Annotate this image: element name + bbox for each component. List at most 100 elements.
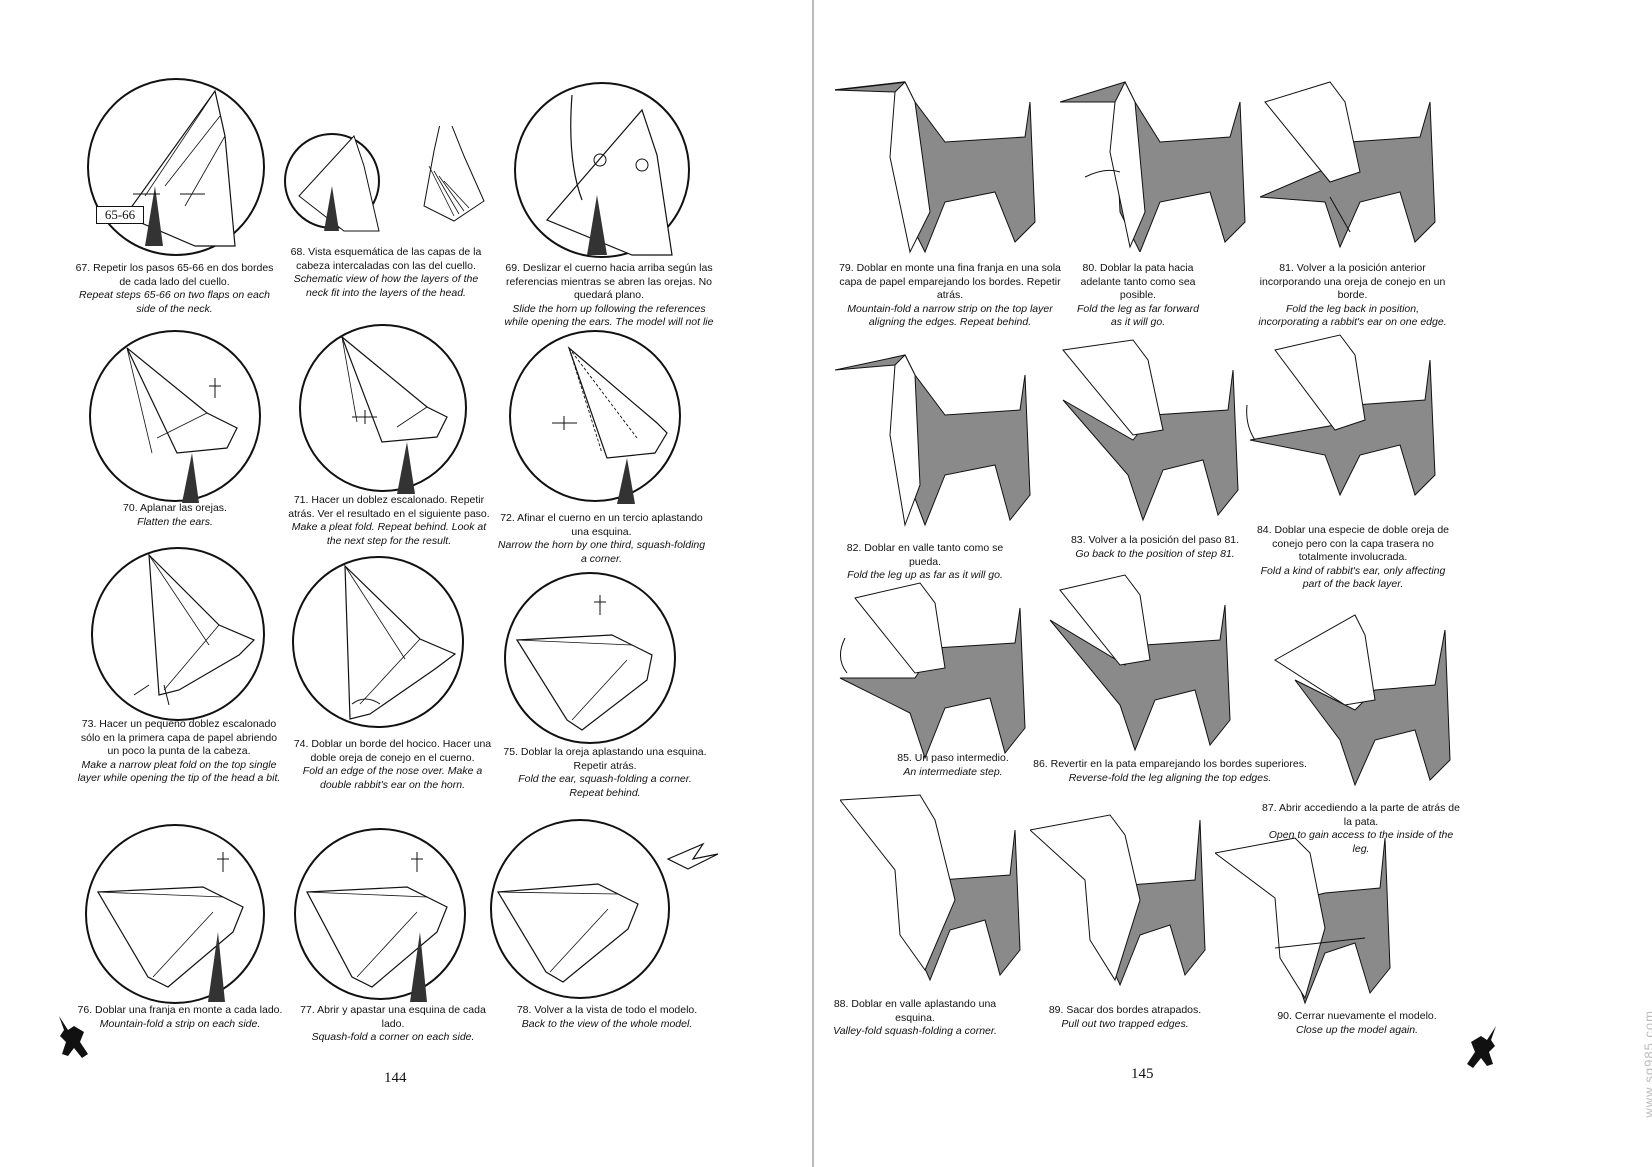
step-80-diagram [1060, 72, 1260, 252]
step-81-diagram [1250, 72, 1450, 252]
step-83-diagram [1053, 330, 1253, 530]
step-82-text-es: 82. Doblar en valle tanto como se pueda. [846, 542, 1004, 568]
step-77-text-es: 77. Abrir y apastar una esquina de cada … [300, 1004, 486, 1030]
step-79-caption: 79. Doblar en monte una fina franja en u… [835, 262, 1065, 330]
step-88-text-en: Valley-fold squash-folding a corner. [833, 1025, 997, 1037]
book-gutter [812, 0, 814, 1167]
step-88-caption: 88. Doblar en valle aplastando una esqui… [815, 998, 1015, 1039]
step-76-text-es: 76. Doblar una franja en monte a cada la… [77, 1004, 283, 1016]
step-71-caption: 71. Hacer un doblez escalonado. Repetir … [284, 494, 494, 548]
unicorn-logo-icon [1463, 1024, 1499, 1075]
step-78-text-en: Back to the view of the whole model. [521, 1017, 693, 1030]
step-78-text-es: 78. Volver a la vista de todo el modelo. [516, 1004, 698, 1016]
step-86-text-es: 86. Revertir en la pata emparejando los … [1033, 758, 1307, 770]
step-77-text-en: Squash-fold a corner on each side. [311, 1031, 475, 1043]
step-72-diagram [507, 328, 683, 504]
step-81-caption: 81. Volver a la posición anterior incorp… [1255, 262, 1450, 330]
step-70-diagram [87, 328, 263, 504]
step-75-diagram [502, 570, 678, 746]
page-number-right: 145 [1131, 1066, 1154, 1082]
step-86-text-en: Reverse-fold the leg aligning the top ed… [1068, 771, 1272, 784]
step-88-diagram [840, 790, 1035, 990]
step-68-diagram [284, 126, 504, 236]
step-81-text-en: Fold the leg back in position, incorpora… [1258, 302, 1447, 329]
watermark-text: www.sg985.com [1642, 1010, 1652, 1118]
step-83-text-en: Go back to the position of step 81. [1075, 547, 1235, 560]
step-72-text-en: Narrow the horn by one third, squash-fol… [497, 539, 706, 565]
step-87-diagram [1265, 610, 1465, 790]
left-page: 65-66 67. Repetir los pasos 65-66 en dos… [0, 0, 815, 1167]
step-83-text-es: 83. Volver a la posición del paso 81. [1070, 534, 1240, 546]
step-67-caption: 67. Repetir los pasos 65-66 en dos borde… [72, 262, 277, 316]
step-90-text-en: Close up the model again. [1296, 1023, 1418, 1036]
step-85-caption: 85. Un paso intermedio. An intermediate … [893, 752, 1013, 779]
step-69-caption: 69. Deslizar el cuerno hacia arriba segú… [500, 262, 718, 343]
step-85-text-es: 85. Un paso intermedio. [897, 752, 1009, 764]
step-71-text-es: 71. Hacer un doblez escalonado. Repetir … [288, 494, 490, 520]
step-68-text-es: 68. Vista esquemática de las capas de la… [290, 246, 482, 272]
step-82-caption: 82. Doblar en valle tanto como se pueda.… [835, 542, 1015, 583]
step-69-text-es: 69. Deslizar el cuerno hacia arriba segú… [505, 262, 713, 301]
step-90-caption: 90. Cerrar nuevamente el modelo. Close u… [1267, 1010, 1447, 1037]
step-80-caption: 80. Doblar la pata hacia adelante tanto … [1073, 262, 1203, 330]
step-76-text-en: Mountain-fold a strip on each side. [99, 1017, 261, 1030]
step-87-text-es: 87. Abrir accediendo a la parte de atrás… [1262, 802, 1460, 828]
step-84-text-en: Fold a kind of rabbit's ear, only affect… [1260, 564, 1446, 591]
step-85-diagram [835, 568, 1035, 763]
step-87-caption: 87. Abrir accediendo a la parte de atrás… [1261, 802, 1461, 856]
step-86-caption: 86. Revertir en la pata emparejando los … [1025, 758, 1315, 785]
step-67-diagram [85, 76, 267, 258]
step-84-diagram [1245, 330, 1445, 510]
step-70-text-en: Flatten the ears. [137, 515, 213, 528]
step-89-text-en: Pull out two trapped edges. [1061, 1017, 1189, 1030]
step-74-text-es: 74. Doblar un borde del hocico. Hacer un… [293, 738, 492, 764]
step-74-caption: 74. Doblar un borde del hocico. Hacer un… [290, 738, 495, 792]
step-89-text-es: 89. Sacar dos bordes atrapados. [1048, 1004, 1202, 1016]
step-89-caption: 89. Sacar dos bordes atrapados. Pull out… [1025, 1004, 1225, 1031]
step-75-text-en: Fold the ear, squash-folding a corner. R… [518, 773, 692, 799]
unicorn-logo-icon [54, 1014, 92, 1065]
page-number-left: 144 [384, 1070, 407, 1086]
step-90-diagram [1215, 818, 1415, 1018]
step-68-caption: 68. Vista esquemática de las capas de la… [286, 246, 486, 300]
step-78-diagram [488, 814, 720, 1004]
step-71-text-en: Make a pleat fold. Repeat behind. Look a… [291, 521, 487, 547]
step-67-text-es: 67. Repetir los pasos 65-66 en dos borde… [75, 262, 274, 288]
step-70-text-es: 70. Aplanar las orejas. [123, 502, 227, 514]
step-73-text-es: 73. Hacer un pequeño doblez escalonado s… [80, 718, 278, 757]
step-88-text-es: 88. Doblar en valle aplastando una esqui… [833, 998, 997, 1024]
step-67-text-en: Repeat steps 65-66 on two flaps on each … [79, 289, 270, 315]
step-86-diagram [1045, 565, 1245, 755]
step-73-diagram [89, 545, 267, 723]
step-79-text-es: 79. Doblar en monte una fina franja en u… [839, 262, 1061, 301]
step-80-text-en: Fold the leg as far forward as it will g… [1077, 302, 1199, 329]
step-72-caption: 72. Afinar el cuerno en un tercio aplast… [494, 512, 709, 566]
right-page: 79. Doblar en monte una fina franja en u… [815, 0, 1652, 1167]
step-83-caption: 83. Volver a la posición del paso 81. Go… [1065, 534, 1245, 561]
step-79-diagram [835, 72, 1045, 262]
step-74-text-en: Fold an edge of the nose over. Make a do… [302, 765, 483, 791]
step-75-caption: 75. Doblar la oreja aplastando una esqui… [500, 746, 710, 800]
step-74-diagram [290, 554, 466, 730]
step-80-text-es: 80. Doblar la pata hacia adelante tanto … [1080, 262, 1196, 301]
step-82-text-en: Fold the leg up as far as it will go. [847, 569, 1003, 581]
step-73-caption: 73. Hacer un pequeño doblez escalonado s… [74, 718, 284, 786]
step-79-text-en: Mountain-fold a narrow strip on the top … [847, 302, 1053, 329]
step-77-caption: 77. Abrir y apastar una esquina de cada … [288, 1004, 498, 1045]
step-67-reference-box: 65-66 [96, 206, 144, 224]
step-76-caption: 76. Doblar una franja en monte a cada la… [70, 1004, 290, 1031]
step-90-text-es: 90. Cerrar nuevamente el modelo. [1277, 1010, 1437, 1022]
step-89-diagram [1030, 800, 1230, 1000]
step-84-caption: 84. Doblar una especie de doble oreja de… [1253, 524, 1453, 592]
step-68-text-en: Schematic view of how the layers of the … [293, 273, 479, 299]
step-82-diagram [835, 335, 1035, 535]
step-70-caption: 70. Aplanar las orejas. Flatten the ears… [100, 502, 250, 529]
step-71-diagram [297, 322, 469, 494]
step-69-diagram [512, 80, 692, 260]
step-85-text-en: An intermediate step. [903, 765, 1003, 778]
step-87-text-en: Open to gain access to the inside of the… [1268, 829, 1454, 855]
step-73-text-en: Make a narrow pleat fold on the top sing… [77, 758, 281, 785]
step-81-text-es: 81. Volver a la posición anterior incorp… [1259, 262, 1446, 301]
step-77-diagram [292, 822, 468, 1006]
step-76-diagram [83, 822, 267, 1006]
